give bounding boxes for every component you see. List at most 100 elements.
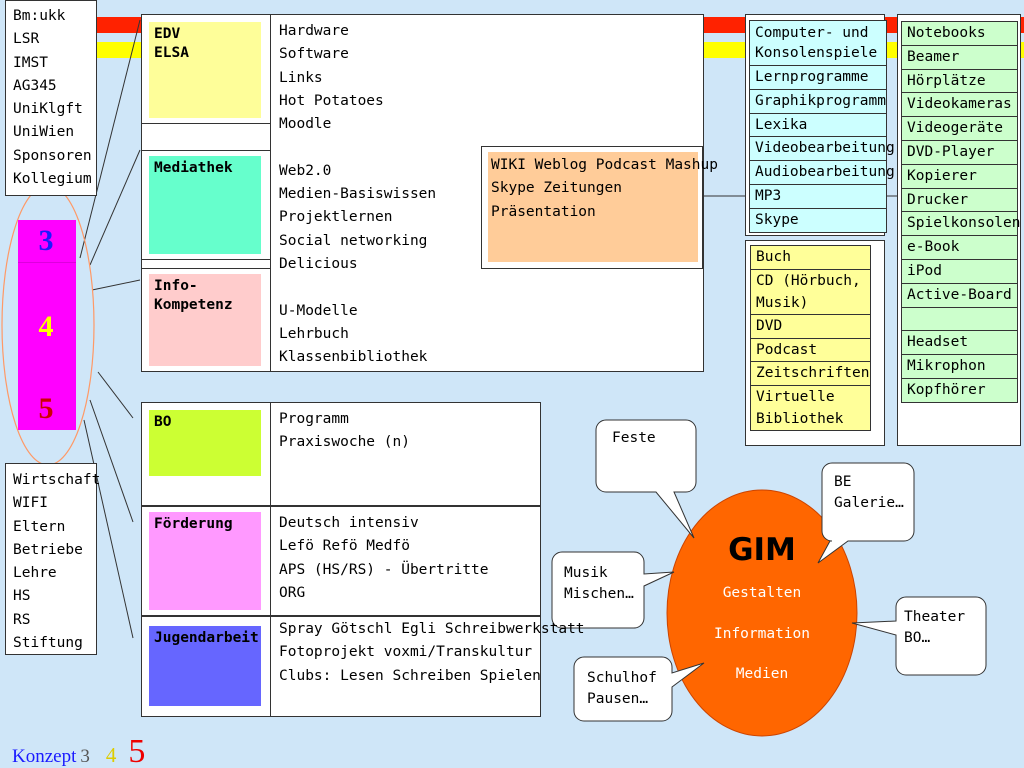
partners-top-box: Bm:ukk LSR IMST AG345 UniKlgft UniWien S…: [5, 0, 97, 196]
gim-ellipse: [666, 489, 858, 737]
gim-line-gestalten: Gestalten: [722, 585, 802, 601]
jugendarbeit-label: Jugendarbeit: [149, 626, 261, 706]
list-item: DVD-Player: [902, 141, 1017, 165]
bo-label: BO: [149, 410, 261, 476]
partner-item: AG345: [13, 77, 57, 94]
list-item: Kopfhörer: [907, 381, 986, 398]
partner-item: Sponsoren: [13, 147, 92, 164]
bo-items: Programm Praxiswoche (n): [279, 411, 410, 451]
partner-item: Kollegium: [13, 171, 92, 188]
gim-line-medien: Medien: [735, 666, 789, 682]
foerderung-items: Deutsch intensiv Lefö Refö Medfö APS (HS…: [279, 515, 489, 601]
list-item: Hörplätze: [902, 70, 1017, 94]
list-item: iPod: [902, 260, 1017, 284]
list-item: DVD: [751, 315, 870, 339]
yellow-stripe-edge: [1018, 42, 1024, 58]
topic-item: Moodle: [279, 116, 332, 133]
list-item: Spielkonsolen: [902, 212, 1021, 237]
list-item: [902, 308, 1017, 332]
partner-item: HS: [13, 588, 31, 605]
footer-5: 5: [128, 733, 146, 768]
list-item: Videobearbeitung: [750, 137, 895, 162]
grade-4: 4: [38, 310, 54, 343]
red-stripe-mid: [703, 17, 745, 33]
red-stripe-right: [885, 17, 897, 33]
bubble-musik: Musik Mischen…: [564, 565, 634, 602]
list-item: e-Book: [902, 236, 1017, 260]
bubble-theater: Theater BO…: [904, 609, 966, 646]
list-item: CD (Hörbuch,Musik): [751, 270, 870, 315]
list-item: Videogeräte: [902, 117, 1017, 141]
gim-title: GIM: [728, 532, 796, 568]
list-item: Lexika: [750, 114, 886, 138]
bubble-be: BE Galerie…: [834, 474, 904, 511]
partner-item: Stiftung: [13, 635, 83, 652]
gim-line-information: Information: [713, 626, 811, 642]
topic-item: Web2.0: [279, 162, 332, 179]
grade-bar: 3 4 5: [18, 220, 76, 430]
partner-item: Eltern: [13, 518, 66, 535]
topic-item: Lehrbuch: [279, 325, 349, 342]
media-list: Buch CD (Hörbuch,Musik) DVD Podcast Zeit…: [750, 245, 871, 432]
list-item: Zeitschriften: [751, 362, 870, 387]
topic-item: Projektlernen: [279, 209, 393, 226]
foerderung-label: Förderung: [149, 512, 261, 610]
list-item: Kopierer: [902, 165, 1017, 189]
partners-bottom-box: Wirtschaft WIFI Eltern Betriebe Lehre HS…: [5, 463, 101, 655]
upper-topics: Hardware Software Links Hot Potatoes Moo…: [279, 20, 436, 369]
list-item: Notebooks: [902, 22, 1017, 46]
partner-item: WIFI: [13, 495, 48, 512]
partner-item: Wirtschaft: [13, 472, 101, 488]
topic-item: Delicious: [279, 255, 358, 272]
list-item: Headset: [902, 331, 1017, 356]
partner-item: UniWien: [13, 124, 75, 141]
list-item: Audiobearbeitung: [750, 161, 895, 185]
list-item: Active-Board: [902, 284, 1017, 308]
footer-4: 4: [105, 743, 117, 767]
partner-item: LSR: [13, 31, 40, 48]
topic-item: Hardware: [279, 23, 349, 39]
info-kompetenz-label: Info- Kompetenz: [149, 274, 261, 366]
list-item: Drucker: [902, 189, 1017, 213]
device-list: Notebooks Beamer Hörplätze Videokameras …: [901, 21, 1021, 403]
topic-item: U-Modelle: [279, 302, 358, 319]
list-item: Buch: [751, 246, 870, 270]
list-item: Beamer: [902, 46, 1017, 70]
grade-3: 3: [38, 224, 54, 257]
list-item: Lernprogramme: [750, 66, 886, 90]
grade-divider: [18, 262, 76, 263]
list-item: MP3: [750, 185, 886, 209]
yellow-stripe-left: [96, 42, 142, 58]
partner-item: UniKlgft: [13, 101, 83, 118]
red-stripe-left: [96, 17, 142, 33]
bubble-schulhof: Schulhof Pausen…: [587, 670, 657, 707]
red-stripe-edge: [1018, 17, 1024, 33]
bubble-feste: Feste: [612, 430, 656, 446]
topic-spacer: [279, 136, 436, 159]
topic-item: Links: [279, 69, 323, 86]
topic-item: Software: [279, 46, 349, 63]
topic-item: Social networking: [279, 232, 428, 249]
topic-spacer: [279, 276, 436, 299]
footer-word: Konzept: [12, 746, 77, 767]
topic-item: Medien-Basiswissen: [279, 186, 437, 203]
edv-label: EDV ELSA: [149, 22, 261, 118]
mediathek-label: Mediathek: [149, 156, 261, 254]
list-item: Videokameras: [902, 93, 1017, 118]
yellow-stripe-right: [885, 42, 897, 58]
yellow-stripe-mid: [703, 42, 745, 58]
list-item: Podcast: [751, 339, 870, 363]
partner-item: IMST: [13, 54, 48, 71]
partner-item: Lehre: [13, 565, 57, 582]
list-item: Skype: [755, 211, 799, 228]
grade-5: 5: [38, 392, 54, 425]
list-item: Mikrophon: [902, 355, 1017, 379]
footer-3: 3: [80, 746, 90, 767]
topic-item: Klassenbibliothek: [279, 349, 428, 366]
wiki-box: WIKI Weblog Podcast Mashup Skype Zeitung…: [488, 152, 718, 262]
partner-item: Bm:ukk: [13, 8, 66, 24]
partner-item: RS: [13, 611, 31, 628]
